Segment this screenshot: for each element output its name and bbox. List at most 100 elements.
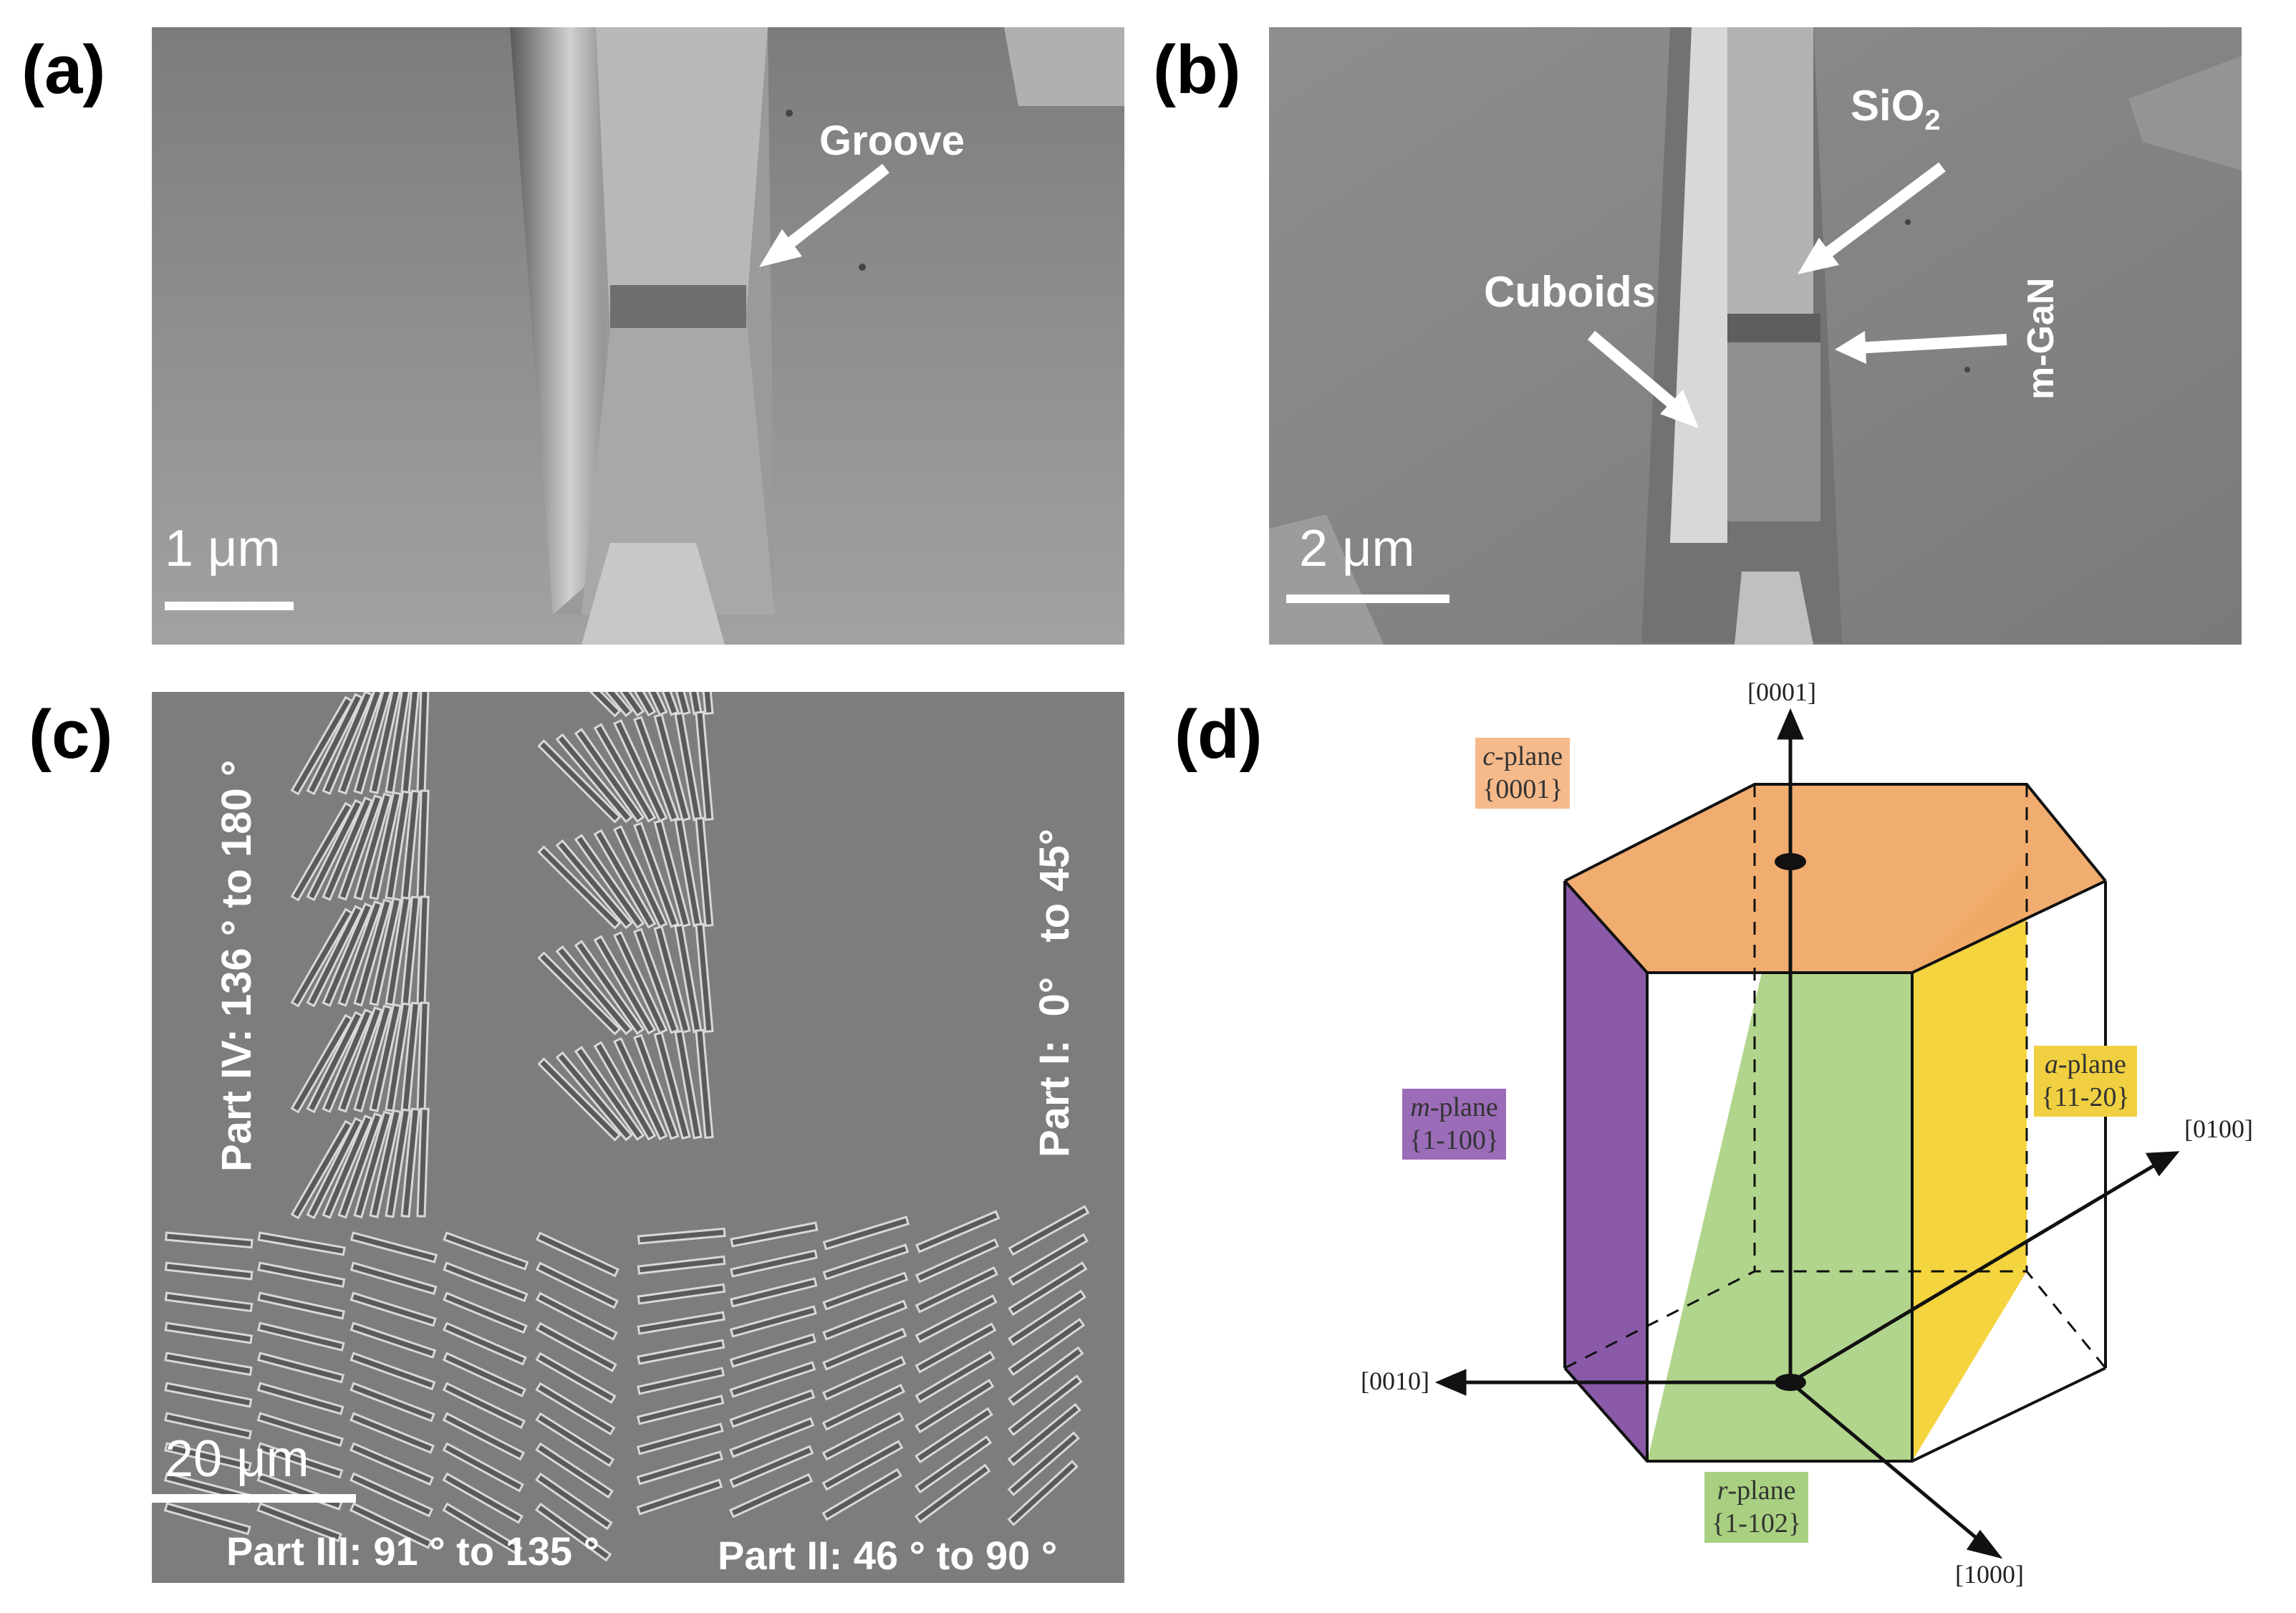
panel-b-label: (b) xyxy=(1153,32,1241,108)
groove-mark xyxy=(369,1109,402,1218)
groove-mark xyxy=(730,1249,819,1278)
groove-mark xyxy=(729,1389,816,1428)
sem-image-c: Part IV: 136 ° to 180 ° Part I: 0° to 45… xyxy=(152,692,1124,1583)
groove-mark xyxy=(822,1327,907,1371)
groove-mark xyxy=(636,1395,725,1425)
groove-mark xyxy=(369,791,402,900)
groove-mark xyxy=(729,1445,814,1488)
panel-c-label: (c) xyxy=(29,696,113,773)
scale-text-a: 1 μm xyxy=(165,520,281,577)
groove-mark xyxy=(729,1417,815,1458)
groove-mark xyxy=(636,1450,724,1486)
a-plane-label: a-plane {11-20} xyxy=(2034,1046,2137,1117)
groove-mark xyxy=(337,1112,383,1219)
scale-bar-b xyxy=(1286,594,1450,603)
axis-0001-label: [0001] xyxy=(1747,678,1816,706)
groove-mark xyxy=(349,1352,436,1391)
scale-bar-a xyxy=(165,602,294,610)
part-i-label: Part I: 0° to 45° xyxy=(1031,829,1078,1157)
groove-mark xyxy=(443,1261,529,1302)
groove-mark xyxy=(653,692,691,716)
groove-mark xyxy=(613,824,668,929)
groove-mark xyxy=(1008,1261,1088,1316)
groove-mark xyxy=(385,1002,412,1112)
groove-mark xyxy=(534,1502,612,1562)
groove-mark xyxy=(369,897,402,1006)
groove-mark xyxy=(322,1008,374,1113)
axis-0010-label: [0010] xyxy=(1361,1367,1429,1395)
groove-mark xyxy=(443,1231,529,1271)
groove-mark xyxy=(353,898,393,1007)
groove-mark xyxy=(349,1321,437,1359)
groove-mark xyxy=(1008,1205,1090,1256)
scale-bar-c xyxy=(152,1494,356,1503)
groove-mark xyxy=(353,692,393,795)
groove-mark xyxy=(322,692,374,795)
groove-mark xyxy=(256,1412,344,1448)
crystal-diagram-d: c-plane {0001} m-plane {1-100} a-plane {… xyxy=(1318,673,2296,1604)
sio2-annotation: SiO2 xyxy=(1851,85,1941,135)
groove-mark xyxy=(637,1227,726,1245)
groove-mark xyxy=(337,794,383,901)
groove-mark xyxy=(821,1383,906,1431)
groove-mark xyxy=(369,692,402,794)
mgan-annotation-wrap: m-GaN xyxy=(2020,278,2062,400)
groove-mark xyxy=(613,1036,668,1141)
groove-mark xyxy=(822,1243,910,1281)
groove-mark xyxy=(349,1291,437,1327)
groove-mark xyxy=(695,923,714,1034)
c-plane-index: {0001} xyxy=(1482,774,1563,804)
groove-mark xyxy=(915,1322,997,1374)
groove-mark xyxy=(1008,1289,1086,1347)
r-plane-index: {1-102} xyxy=(1712,1508,1802,1539)
r-plane-label: r-plane {1-102} xyxy=(1704,1472,1809,1544)
cuboids-annotation: Cuboids xyxy=(1484,268,1656,316)
groove-mark xyxy=(535,1442,614,1499)
groove-mark xyxy=(385,692,412,794)
sio2-text: SiO xyxy=(1851,82,1925,130)
groove-mark xyxy=(164,1412,253,1440)
groove-mark xyxy=(695,1029,714,1140)
groove-mark xyxy=(637,1283,726,1305)
groove-mark xyxy=(164,1382,253,1408)
groove-mark xyxy=(443,1321,527,1366)
groove-mark xyxy=(535,1472,613,1531)
groove-mark xyxy=(653,713,691,822)
a-plane-shape xyxy=(1912,856,2027,1461)
groove-mark xyxy=(915,1435,993,1494)
groove-mark xyxy=(1008,1317,1086,1377)
groove-mark xyxy=(695,711,714,822)
groove-mark xyxy=(349,1231,438,1263)
groove-mark xyxy=(349,1502,433,1549)
groove-mark xyxy=(574,692,645,717)
groove-mark xyxy=(574,940,645,1035)
groove-mark xyxy=(337,692,383,795)
groove-mark xyxy=(353,1110,393,1219)
groove-mark xyxy=(322,796,374,901)
groove-mark xyxy=(535,1291,618,1341)
groove-mark xyxy=(633,1034,680,1140)
groove-mark xyxy=(349,1382,435,1422)
groove-mark xyxy=(385,790,412,900)
groove-mark xyxy=(915,1238,1000,1284)
groove-mark xyxy=(729,1277,818,1308)
groove-mark xyxy=(337,900,383,1007)
c-plane-italic: c xyxy=(1482,741,1495,771)
groove-mark xyxy=(637,1255,726,1275)
groove-mark xyxy=(535,1231,619,1278)
groove-mark xyxy=(290,907,354,1008)
sem-pattern-c xyxy=(152,692,1124,1583)
groove-mark xyxy=(537,845,622,930)
sio2-subscript: 2 xyxy=(1924,105,1941,136)
part-i-wrap: Part I: 0° to 45° xyxy=(1031,829,1078,1157)
m-plane-shape xyxy=(1565,881,1647,1461)
groove-mark xyxy=(637,1311,725,1335)
groove-mark xyxy=(442,1412,526,1461)
c-plane-label: c-plane {0001} xyxy=(1475,738,1571,809)
groove-mark xyxy=(442,1502,523,1556)
groove-mark xyxy=(1007,1374,1083,1437)
groove-mark xyxy=(821,1440,904,1491)
sem-image-b: SiO2 Cuboids m-GaN 2 μm xyxy=(1269,27,2242,645)
groove-mark xyxy=(164,1231,254,1249)
groove-mark xyxy=(256,1352,345,1384)
